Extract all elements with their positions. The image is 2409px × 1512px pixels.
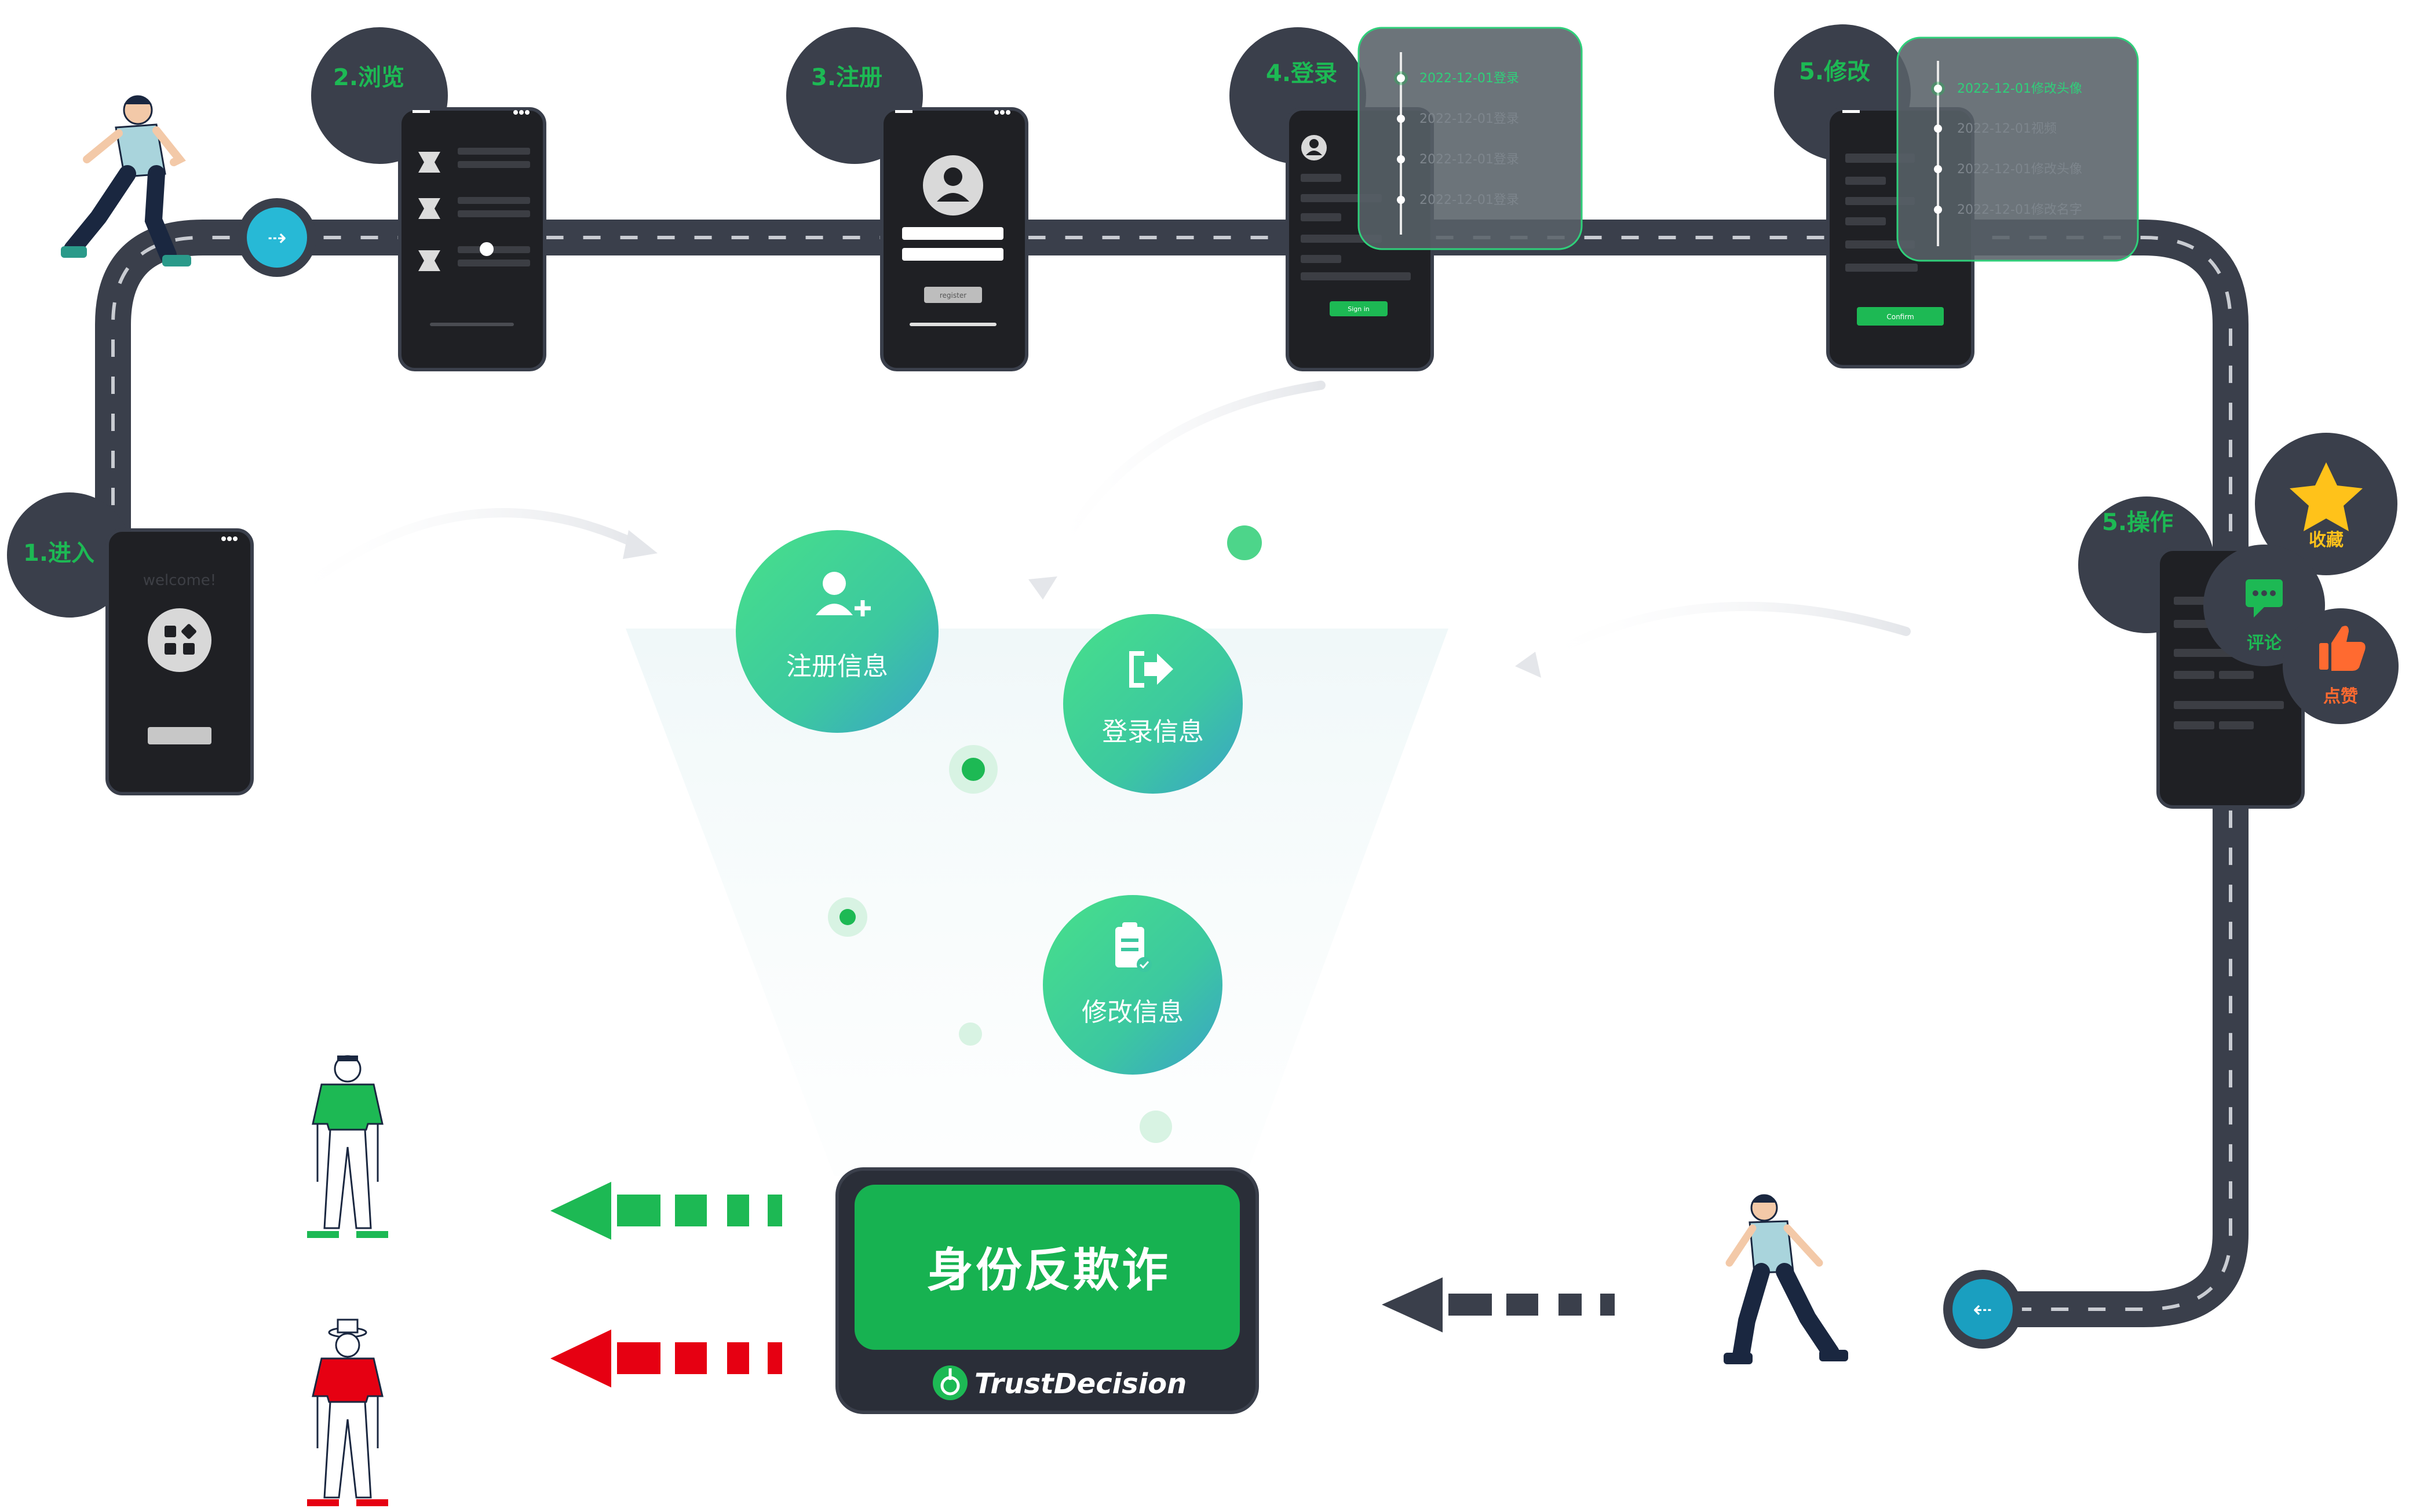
flow-arc-left <box>273 508 658 613</box>
edit-document-icon <box>1115 927 1144 967</box>
password-field <box>902 248 1003 261</box>
svg-text:收藏: 收藏 <box>2309 530 2344 550</box>
product-list-icons <box>418 152 440 271</box>
input-arrow <box>1382 1277 1615 1332</box>
svg-text:注册信息: 注册信息 <box>786 652 888 681</box>
floating-dots <box>828 525 1262 1143</box>
step-browse-label: 2.浏览 <box>333 64 404 91</box>
add-user-icon <box>823 572 846 595</box>
action-like: 点赞 <box>2283 608 2399 724</box>
svg-text:修改信息: 修改信息 <box>1082 998 1184 1027</box>
welcome-text: welcome! <box>143 572 216 589</box>
svg-text:点赞: 点赞 <box>2323 686 2358 707</box>
brand-name: TrustDecision <box>974 1368 1187 1400</box>
register-button <box>924 287 982 303</box>
user-journey-road <box>95 220 2249 1327</box>
step-register: 3.注册 register <box>786 27 1028 371</box>
step-register-label: 3.注册 <box>811 64 882 91</box>
arrow-right-icon: ⇢ <box>267 225 287 251</box>
data-funnel <box>626 629 1448 1176</box>
login-timeline-item: 2022-12-01登录 <box>1419 112 1519 126</box>
step-login-label: 4.登录 <box>1266 60 1337 87</box>
step-operate: 5.操作 收藏 评论 <box>2078 433 2399 809</box>
step-modify: 5.修改 Confirm 2022-12-01修改头像 2022-12-01视频… <box>1774 24 2139 368</box>
register-info-node: 注册信息 <box>736 530 939 733</box>
fraudulent-user <box>307 1319 388 1506</box>
enter-button <box>148 727 211 744</box>
flow-arc-right <box>1515 601 1911 678</box>
step-enter: 1.进入 welcome! <box>7 492 254 795</box>
login-timeline-item: 2022-12-01登录 <box>1419 71 1519 86</box>
star-icon <box>2290 462 2363 531</box>
flow-arc-top <box>1028 381 1326 600</box>
step-browse: 2.浏览 <box>311 27 546 371</box>
modify-timeline-item: 2022-12-01修改名字 <box>1957 203 2082 217</box>
login-info-node: 登录信息 <box>1063 614 1243 794</box>
svg-text:register: register <box>940 291 966 300</box>
login-timeline-item: 2022-12-01登录 <box>1419 193 1519 207</box>
engine-title: 身份反欺诈 <box>927 1243 1170 1297</box>
username-field <box>902 227 1003 240</box>
modify-timeline-item: 2022-12-01修改头像 <box>1957 82 2082 96</box>
trustdecision-logo-icon <box>933 1365 968 1400</box>
fraud-user-arrow <box>550 1330 782 1387</box>
svg-text:Sign in: Sign in <box>1348 305 1370 313</box>
modify-info-node: 修改信息 <box>1043 895 1222 1075</box>
signin-button <box>1330 301 1388 316</box>
login-icon <box>1129 651 1144 688</box>
modify-timeline-card <box>1896 36 2139 262</box>
action-favorite: 收藏 <box>2255 433 2397 575</box>
step-operate-label: 5.操作 <box>2102 509 2173 536</box>
step-modify-label: 5.修改 <box>1799 59 1870 85</box>
legit-user-arrow <box>550 1182 782 1240</box>
road-end-marker: ⇠ <box>1943 1270 2022 1349</box>
step-enter-label: 1.进入 <box>23 540 94 567</box>
walking-user-incoming <box>1724 1194 1848 1364</box>
identity-anti-fraud-engine: 身份反欺诈 TrustDecision <box>835 1167 1259 1414</box>
svg-text:评论: 评论 <box>2247 633 2282 653</box>
thumb-up-icon <box>2319 643 2328 670</box>
road-start-marker: ⇢ <box>238 198 316 277</box>
login-timeline-card <box>1357 27 1583 250</box>
walking-user-start <box>61 95 191 266</box>
login-timeline-item: 2022-12-01登录 <box>1419 152 1519 167</box>
tap-indicator <box>480 242 494 256</box>
modify-timeline-item: 2022-12-01视频 <box>1957 122 2057 136</box>
svg-text:登录信息: 登录信息 <box>1102 717 1204 747</box>
modify-timeline-item: 2022-12-01修改头像 <box>1957 162 2082 177</box>
app-grid-icon <box>148 608 211 672</box>
step-login: 4.登录 Sign in 2022-12-01登录 2022-12-01登录 2… <box>1229 27 1583 371</box>
legitimate-user <box>307 1055 388 1238</box>
confirm-button <box>1857 307 1944 326</box>
arrow-left-icon: ⇠ <box>1973 1296 1992 1323</box>
svg-text:Confirm: Confirm <box>1886 313 1914 321</box>
